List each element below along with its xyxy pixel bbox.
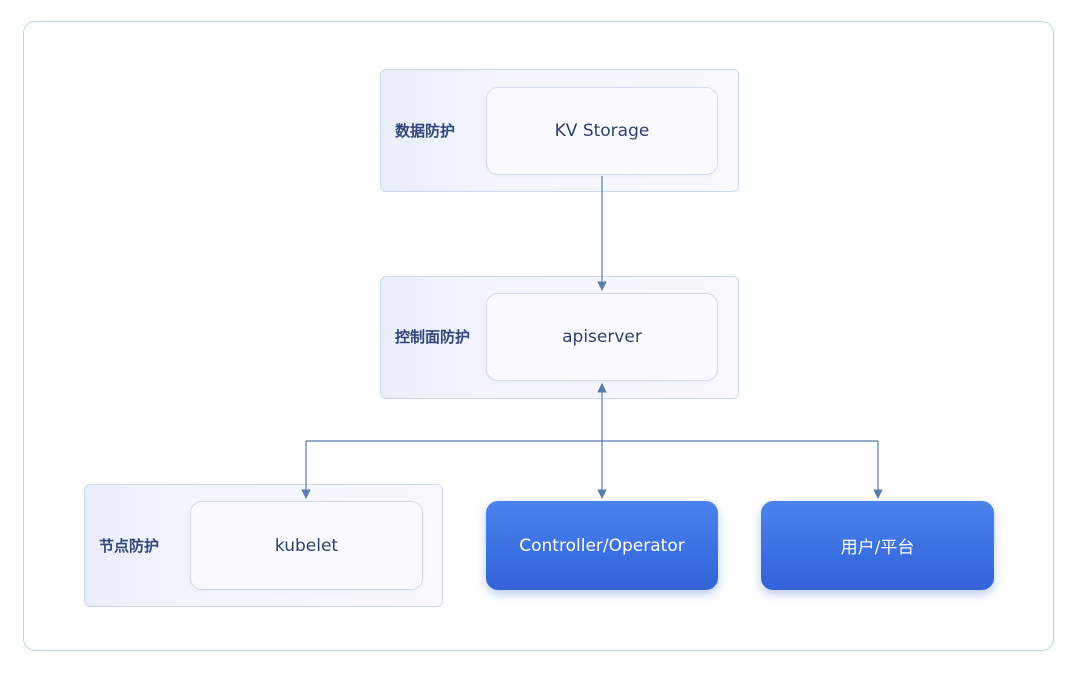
node-label-user-platform: 用户/平台 [840, 538, 915, 558]
node-kv-storage[interactable]: KV Storage [486, 87, 718, 175]
node-label-apiserver: apiserver [562, 327, 642, 347]
node-label-kubelet: kubelet [274, 535, 339, 556]
group-label-data-protection: 数据防护 [395, 122, 456, 140]
node-controller-operator[interactable]: Controller/Operator [486, 501, 718, 590]
node-kubelet[interactable]: kubelet [190, 501, 423, 590]
node-label-controller-operator: Controller/Operator [519, 535, 685, 556]
group-label-control-plane-protection: 控制面防护 [395, 328, 471, 346]
node-apiserver[interactable]: apiserver [486, 293, 718, 381]
group-label-node-protection: 节点防护 [99, 537, 160, 555]
node-label-kv-storage: KV Storage [554, 121, 650, 141]
node-user-platform[interactable]: 用户/平台 [761, 501, 994, 590]
